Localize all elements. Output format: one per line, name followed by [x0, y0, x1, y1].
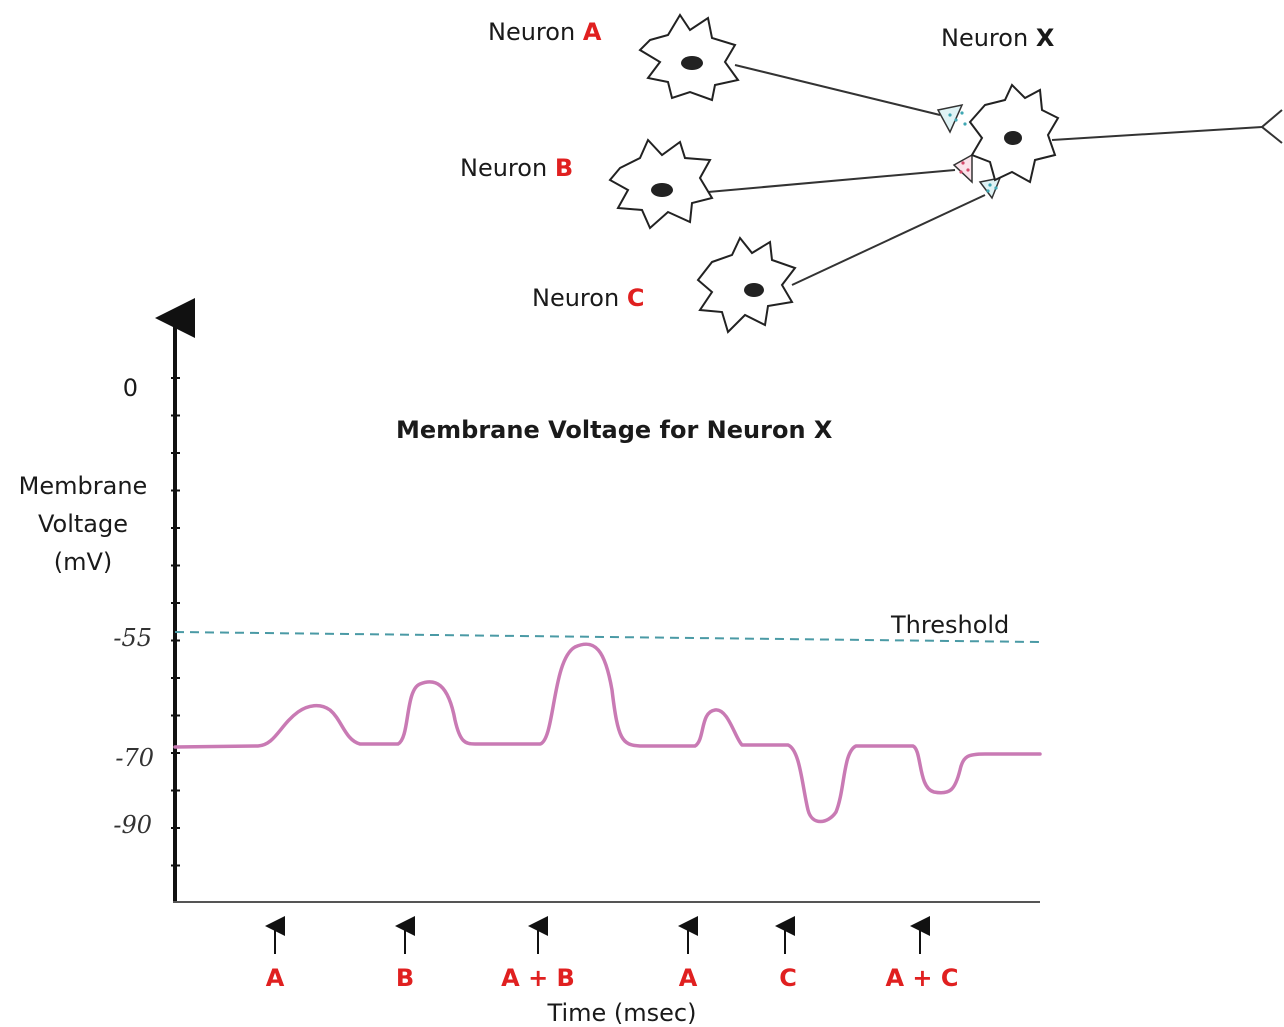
- neuron-diagram: Neuron A Neuron B Neuron C Neuron X: [460, 13, 1283, 334]
- synapse-c: [978, 176, 1002, 200]
- threshold-line: [174, 631, 1041, 643]
- y-axis-label-line-1: Membrane: [19, 472, 148, 500]
- y-tick-label-minus-90: -90: [113, 811, 152, 839]
- y-axis-label-line-2: Voltage: [38, 510, 128, 538]
- neuron-a-nucleus: [681, 56, 703, 70]
- neuron-c-cell: [696, 236, 797, 334]
- neuron-b-nucleus: [651, 183, 673, 197]
- y-tick-label-minus-70: -70: [115, 744, 154, 772]
- stimulus-label-c: C: [779, 964, 797, 992]
- neuron-b-label: Neuron B: [460, 154, 573, 182]
- axon-b: [707, 169, 956, 193]
- axon-a: [734, 64, 941, 116]
- neuron-c-label: Neuron C: [532, 284, 644, 312]
- y-axis-minor-ticks: [171, 377, 180, 867]
- neuron-b-cell: [608, 138, 714, 230]
- voltage-graph: Membrane Voltage for Neuron X Membrane V…: [19, 298, 1042, 1027]
- stimulus-label-a: A: [266, 964, 285, 992]
- stimulus-arrows: [265, 916, 930, 954]
- axon-x: [1051, 126, 1263, 141]
- neuron-x-cell: [968, 83, 1060, 184]
- neuron-a-label: Neuron A: [488, 18, 602, 46]
- x-axis-label: Time (msec): [547, 999, 697, 1027]
- y-tick-label-0: 0: [123, 374, 138, 402]
- stimulus-label-a-plus-b: A + B: [501, 964, 575, 992]
- membrane-voltage-trace: [173, 642, 1042, 824]
- stimulus-label-b: B: [396, 964, 414, 992]
- neuron-a-cell: [638, 13, 740, 102]
- axon-c: [791, 194, 986, 286]
- y-tick-label-minus-55: -55: [113, 624, 152, 652]
- graph-title: Membrane Voltage for Neuron X: [396, 416, 833, 444]
- y-axis-label-line-3: (mV): [54, 548, 113, 576]
- axon-x-terminal: [1260, 109, 1283, 144]
- threshold-label: Threshold: [890, 611, 1009, 639]
- stimulus-label-a-second: A: [679, 964, 698, 992]
- neuron-c-nucleus: [744, 283, 764, 297]
- neuron-x-nucleus: [1004, 131, 1022, 145]
- synapse-a: [936, 103, 967, 134]
- synapse-b: [952, 153, 973, 184]
- neuron-x-label: Neuron X: [941, 24, 1055, 52]
- stimulus-label-a-plus-c: A + C: [885, 964, 958, 992]
